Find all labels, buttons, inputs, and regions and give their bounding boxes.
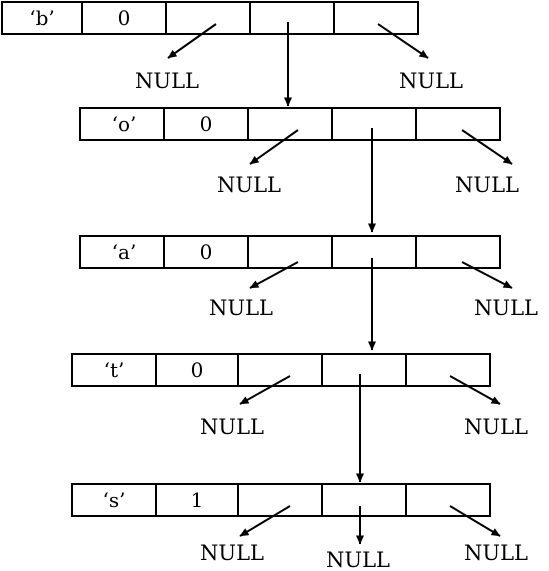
flag-cell bbox=[163, 235, 249, 269]
node-flag-label: 0 bbox=[200, 240, 213, 264]
null-label: NULL bbox=[464, 415, 528, 439]
null-label: NULL bbox=[399, 69, 463, 93]
char-cell bbox=[71, 353, 157, 387]
pointer-cell-middle bbox=[321, 483, 407, 517]
node-flag-label: 1 bbox=[191, 488, 204, 512]
trie-node-t: ‘t’ 0 bbox=[71, 353, 491, 387]
null-pointer-arrow bbox=[167, 23, 217, 59]
trie-node-b: ‘b’ 0 bbox=[1, 1, 419, 35]
pointer-cell-middle bbox=[331, 107, 417, 141]
null-pointer-arrow bbox=[239, 505, 291, 537]
flag-cell bbox=[155, 353, 239, 387]
pointer-cell-right bbox=[415, 107, 501, 141]
null-pointer-arrow bbox=[461, 129, 513, 165]
pointer-cell-middle bbox=[249, 1, 335, 35]
char-cell bbox=[79, 235, 165, 269]
char-cell bbox=[71, 483, 157, 517]
char-cell bbox=[1, 1, 83, 35]
null-pointer-arrow bbox=[249, 261, 299, 289]
null-pointer-arrow bbox=[239, 375, 291, 405]
pointer-cell-right bbox=[415, 235, 501, 269]
trie-node-o: ‘o’ 0 bbox=[79, 107, 501, 141]
null-label: NULL bbox=[474, 296, 538, 320]
null-label: NULL bbox=[200, 415, 264, 439]
pointer-cell-middle bbox=[321, 353, 407, 387]
trie-node-a: ‘a’ 0 bbox=[79, 235, 501, 269]
node-flag-label: 0 bbox=[118, 6, 131, 30]
node-char-label: ‘t’ bbox=[104, 358, 125, 382]
pointer-cell-left bbox=[165, 1, 251, 35]
node-char-label: ‘s’ bbox=[103, 488, 126, 512]
null-pointer-arrow bbox=[449, 375, 501, 405]
node-flag-label: 0 bbox=[191, 358, 204, 382]
null-label: NULL bbox=[200, 541, 264, 565]
node-char-label: ‘b’ bbox=[29, 6, 55, 30]
pointer-cell-right bbox=[333, 1, 419, 35]
null-label: NULL bbox=[217, 173, 281, 197]
null-label: NULL bbox=[209, 296, 273, 320]
null-label: NULL bbox=[455, 173, 519, 197]
null-pointer-arrow bbox=[377, 23, 429, 59]
node-char-label: ‘o’ bbox=[112, 112, 137, 136]
null-pointer-arrow bbox=[461, 261, 513, 289]
null-label: NULL bbox=[326, 548, 390, 571]
flag-cell bbox=[155, 483, 239, 517]
pointer-cell-left bbox=[247, 235, 333, 269]
pointer-cell-right bbox=[405, 483, 491, 517]
char-cell bbox=[79, 107, 165, 141]
null-pointer-arrow bbox=[449, 505, 501, 537]
flag-cell bbox=[81, 1, 167, 35]
null-label: NULL bbox=[464, 541, 528, 565]
node-flag-label: 0 bbox=[200, 112, 213, 136]
pointer-cell-left bbox=[237, 483, 323, 517]
null-label: NULL bbox=[135, 69, 199, 93]
pointer-cell-middle bbox=[331, 235, 417, 269]
null-pointer-arrow bbox=[249, 129, 299, 165]
pointer-cell-right bbox=[405, 353, 491, 387]
trie-node-s: ‘s’ 1 bbox=[71, 483, 491, 517]
node-char-label: ‘a’ bbox=[112, 240, 137, 264]
